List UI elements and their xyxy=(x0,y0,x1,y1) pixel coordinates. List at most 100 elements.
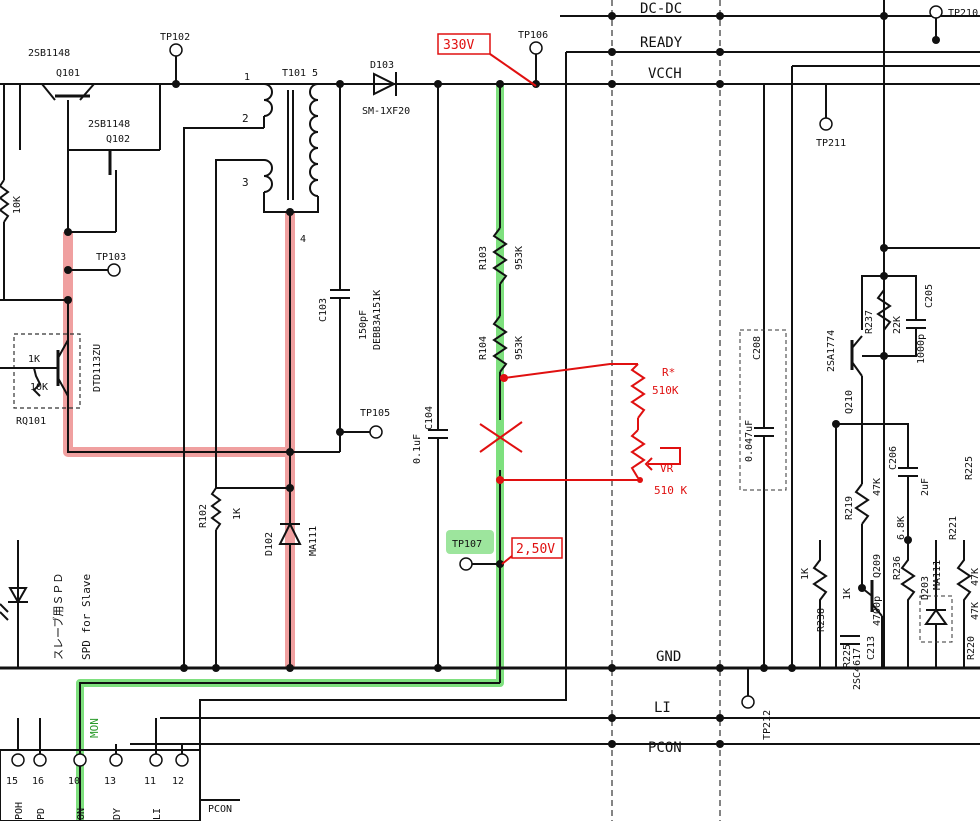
bus-label-vcch: VCCH xyxy=(648,66,682,82)
d102-diode xyxy=(278,521,302,668)
ground-path-highlight xyxy=(63,212,295,668)
c104-capacitor xyxy=(428,80,448,668)
d103-label: D103 xyxy=(370,60,394,71)
d102-label: D102 xyxy=(264,532,275,556)
c208-value-label: 0.047uF xyxy=(744,420,755,462)
voltage-250v-label: 2,50V xyxy=(516,542,555,557)
vr-label: VR xyxy=(660,462,674,475)
q209-label: Q209 xyxy=(872,554,883,578)
connector-signal-2: PD xyxy=(36,808,47,820)
q101-type-label: 2SB1148 xyxy=(28,48,70,59)
tp102-test-point xyxy=(169,43,183,88)
rq101-label: RQ101 xyxy=(16,416,46,427)
c208-label: C208 xyxy=(752,336,763,360)
connector-pin-3: 10 xyxy=(68,776,80,787)
r103-label: R103 xyxy=(478,246,489,270)
c206-label: C206 xyxy=(888,446,899,470)
bus-label-li: LI xyxy=(654,700,671,716)
r237-label: R237 xyxy=(864,310,875,334)
rq101-r2-label: 10K xyxy=(30,382,48,393)
c206-value-label: 2uF xyxy=(920,478,931,496)
r-left-value: 10K xyxy=(12,196,23,214)
connector-signal-4: DY xyxy=(112,808,123,820)
q102-type-label: 2SB1148 xyxy=(88,119,130,130)
t101-transformer xyxy=(176,83,372,668)
connector-pin-5: 11 xyxy=(144,776,156,787)
connector-pin-4: 13 xyxy=(104,776,116,787)
bus-label-ready: READY xyxy=(640,35,683,51)
tp210-label: TP210 xyxy=(948,8,978,19)
r104-value-label: 953K xyxy=(514,336,525,360)
q210-type-label: 2SA1774 xyxy=(826,330,837,372)
mon-label: MON xyxy=(88,718,101,738)
connector-pin-6: 12 xyxy=(172,776,184,787)
q101-label: Q101 xyxy=(56,68,80,79)
r103-r104-divider xyxy=(492,80,508,683)
c104-label: C104 xyxy=(424,406,435,430)
c104-value-label: 0.1uF xyxy=(412,434,423,464)
q101-q102-transistors xyxy=(19,83,176,233)
connector-signal-6: PCON xyxy=(208,804,232,815)
r225-label: R225 xyxy=(842,644,853,668)
q209-type-label: 2SC4617 xyxy=(852,648,863,690)
r-star-value: 510K xyxy=(652,384,679,397)
bus-label-gnd: GND xyxy=(656,649,681,665)
connector-signal-3: ON xyxy=(76,808,87,820)
vr-value: 510 K xyxy=(654,484,687,497)
tp106-label: TP106 xyxy=(518,30,548,41)
voltage-250v-box xyxy=(501,537,563,565)
voltage-330v-label: 330V xyxy=(443,38,474,53)
tp106-test-point xyxy=(529,41,543,88)
tp103-test-point xyxy=(68,263,121,277)
tp103-label: TP103 xyxy=(96,252,126,263)
connector-signal-1: POH xyxy=(14,802,25,820)
rq101-r1-label: 1K xyxy=(28,354,40,365)
q102-label: Q102 xyxy=(106,134,130,145)
c213-value-label: 4700p xyxy=(872,596,883,626)
ground-return-wire xyxy=(67,212,340,524)
tp107-test-point xyxy=(446,530,500,571)
r219-label: R219 xyxy=(844,496,855,520)
tp105-test-point xyxy=(340,425,383,439)
t101-pin2-label: 2 xyxy=(242,112,249,125)
c103-value-label: 150pF xyxy=(358,310,369,340)
t101-pin3-label: 3 xyxy=(242,176,249,189)
r236-value-label: 6.8K xyxy=(896,516,907,540)
voltage-330v-box xyxy=(437,33,537,87)
tp102-label: TP102 xyxy=(160,32,190,43)
connector-signal-5: LI xyxy=(152,808,163,820)
c213-label: C213 xyxy=(866,636,877,660)
tp211-test-point xyxy=(819,84,833,131)
tp211-label: TP211 xyxy=(816,138,846,149)
tp105-label: TP105 xyxy=(360,408,390,419)
mon-wire xyxy=(79,682,500,821)
r236-label: R236 xyxy=(892,556,903,580)
tp107-label: TP107 xyxy=(452,539,482,550)
bus-label-pcon: PCON xyxy=(648,740,682,756)
d203-label: D203 xyxy=(920,576,931,600)
d203-type-label: MA111 xyxy=(932,560,943,590)
connector-pin-2: 16 xyxy=(32,776,44,787)
r225-value-label: 1K xyxy=(842,588,853,600)
r225b-label: R225 xyxy=(964,456,975,480)
rq101-type-label: DTD113ZU xyxy=(92,344,103,392)
rq101-digital-transistor xyxy=(0,333,81,409)
connector-block xyxy=(0,718,240,821)
connector-pins xyxy=(11,753,189,767)
c103-capacitor xyxy=(330,80,350,452)
t101-pin1-label: 1 xyxy=(244,72,250,83)
c205-label: C205 xyxy=(924,284,935,308)
r238-label: R238 xyxy=(816,608,827,632)
r221-label: R221 xyxy=(948,516,959,540)
t101-pin4-label: 4 xyxy=(300,234,306,245)
added-resistor-network xyxy=(496,363,681,484)
resistor-10k-left xyxy=(0,84,68,301)
r219-value-label: 47K xyxy=(872,478,883,496)
r237-value-label: 22K xyxy=(892,316,903,334)
spd-label-jp: スレーブ用ＳＰＤ xyxy=(51,573,65,660)
r220-label: R220 xyxy=(966,636,977,660)
r-star-label: R* xyxy=(662,366,675,379)
r238-value-label: 1K xyxy=(800,568,811,580)
